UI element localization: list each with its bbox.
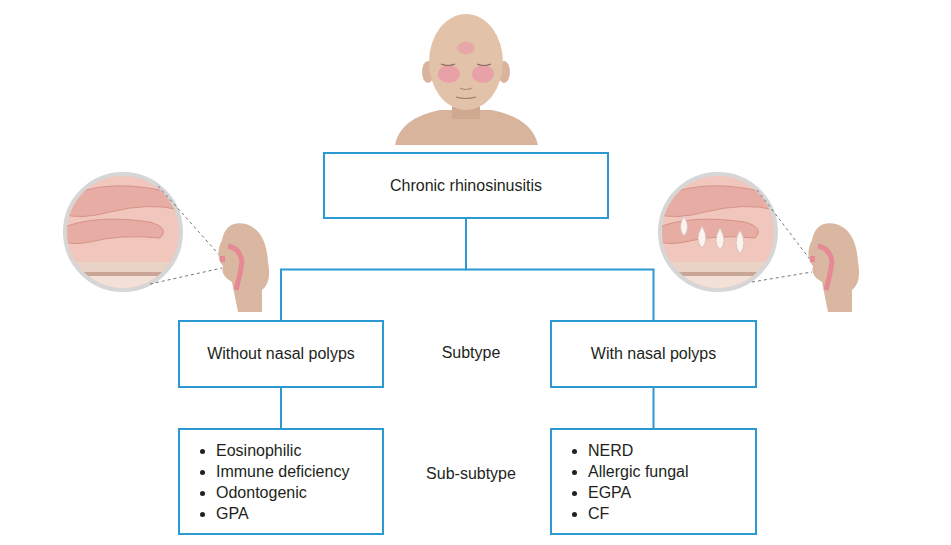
nasal-cavity-magnifier xyxy=(60,174,269,312)
list-item: CF xyxy=(588,503,755,524)
list-item: Immune deficiency xyxy=(216,461,382,482)
list-item: Eosinophilic xyxy=(216,440,382,461)
list-item: NERD xyxy=(588,440,755,461)
row-label: Sub-subtype xyxy=(426,465,516,483)
list-item: Odontogenic xyxy=(216,482,382,503)
row-label: Subtype xyxy=(442,344,501,362)
connector xyxy=(281,219,466,320)
box-label: Without nasal polyps xyxy=(197,338,365,370)
nasal-polyp-magnifier xyxy=(655,174,859,312)
category-box: Chronic rhinosinusitis xyxy=(323,152,609,219)
connector xyxy=(466,219,654,320)
patient-head xyxy=(395,14,538,145)
subtype-list-box: EosinophilicImmune deficiencyOdontogenic… xyxy=(178,428,384,535)
list-item: GPA xyxy=(216,503,382,524)
connector xyxy=(653,388,654,428)
item-list: NERDAllergic fungalEGPACF xyxy=(552,440,755,524)
list-item: Allergic fungal xyxy=(588,461,755,482)
category-box: Without nasal polyps xyxy=(178,320,384,388)
box-label: With nasal polyps xyxy=(581,338,726,370)
subtype-list-box: NERDAllergic fungalEGPACF xyxy=(550,428,757,535)
item-list: EosinophilicImmune deficiencyOdontogenic… xyxy=(180,440,382,524)
category-box: With nasal polyps xyxy=(550,320,757,388)
box-label: Chronic rhinosinusitis xyxy=(380,170,552,202)
connector xyxy=(281,388,282,428)
list-item: EGPA xyxy=(588,482,755,503)
